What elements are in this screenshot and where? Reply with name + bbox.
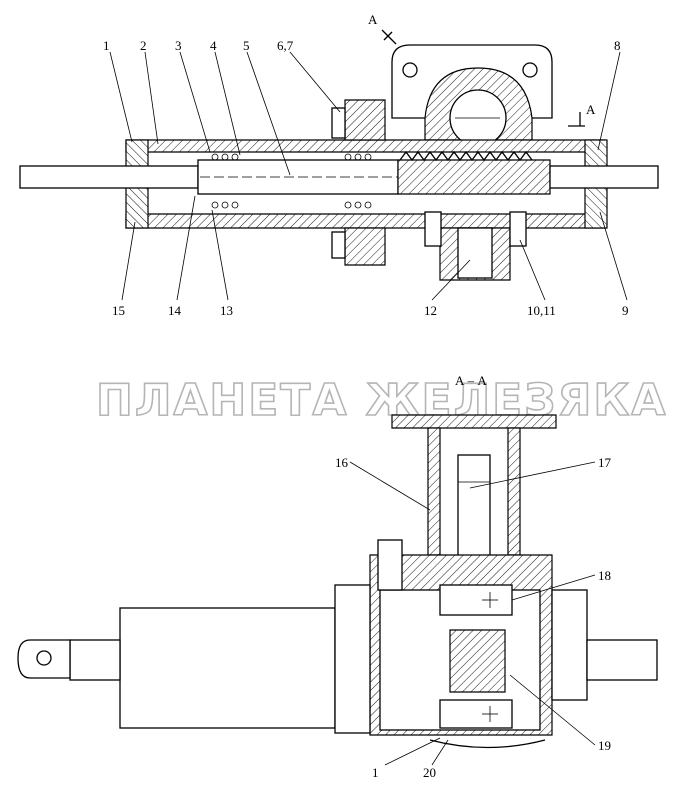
top-flange-plate [391, 414, 557, 429]
watermark-text: ПЛАНЕТА ЖЕЛЕЗЯКА [96, 375, 667, 426]
label-3: 3 [175, 38, 182, 53]
flange-hole-right [522, 62, 538, 78]
rod-right [586, 639, 658, 681]
cylinder-flange [334, 584, 371, 734]
housing-bottom-wall [125, 213, 606, 229]
cylinder-body [119, 607, 336, 729]
label-6-7: 6,7 [277, 38, 294, 53]
flange-block-bottom [344, 227, 386, 266]
label-8: 8 [614, 38, 621, 53]
section-title: А – А [455, 373, 487, 388]
label-1: 1 [103, 38, 110, 53]
label-17: 17 [598, 455, 612, 470]
longitudinal-section-view: А А 1 2 3 4 5 6,7 8 15 14 13 12 10,11 9 [19, 12, 659, 318]
bearing-bottom [439, 699, 513, 729]
column-housing-left-wall [427, 427, 441, 556]
rod-eye-hole [36, 650, 52, 666]
label-2: 2 [140, 38, 147, 53]
label-12: 12 [424, 303, 437, 318]
cut-line-top [381, 29, 397, 45]
label-4: 4 [210, 38, 217, 53]
flange-block-top [344, 99, 386, 141]
rod-left [69, 639, 121, 681]
label-20: 20 [423, 765, 436, 780]
right-cover [551, 589, 588, 701]
sector-gear [449, 629, 506, 693]
lower-plug [457, 227, 493, 279]
label-16: 16 [335, 455, 349, 470]
bolt-11 [509, 211, 527, 247]
rack-rod-end [549, 165, 659, 189]
rod-eye [17, 639, 71, 679]
label-15: 15 [112, 303, 125, 318]
label-19: 19 [598, 738, 611, 753]
cut-label-right: А [586, 102, 596, 117]
label-13: 13 [220, 303, 233, 318]
flange-hole-left [402, 62, 418, 78]
cut-label-top: А [368, 12, 378, 27]
piston-rod [19, 165, 199, 189]
bolt-bottom [331, 231, 346, 259]
bottom-cover [429, 739, 546, 749]
label-5: 5 [243, 38, 250, 53]
body-bolt [377, 539, 403, 591]
label-9: 9 [622, 303, 629, 318]
bearing-top [439, 584, 513, 616]
housing-top-wall [125, 139, 606, 153]
label-14: 14 [168, 303, 182, 318]
rack-teeth [399, 150, 533, 162]
rack [397, 159, 551, 195]
spring-right [344, 153, 372, 209]
bolt-10 [424, 211, 442, 247]
column-housing-right-wall [507, 427, 521, 556]
label-18: 18 [598, 568, 611, 583]
label-1-bottom: 1 [372, 765, 379, 780]
bolt-top [331, 107, 346, 139]
label-10-11: 10,11 [527, 303, 556, 318]
section-a-a-view: А – А [17, 373, 658, 780]
spring-left [211, 153, 239, 209]
